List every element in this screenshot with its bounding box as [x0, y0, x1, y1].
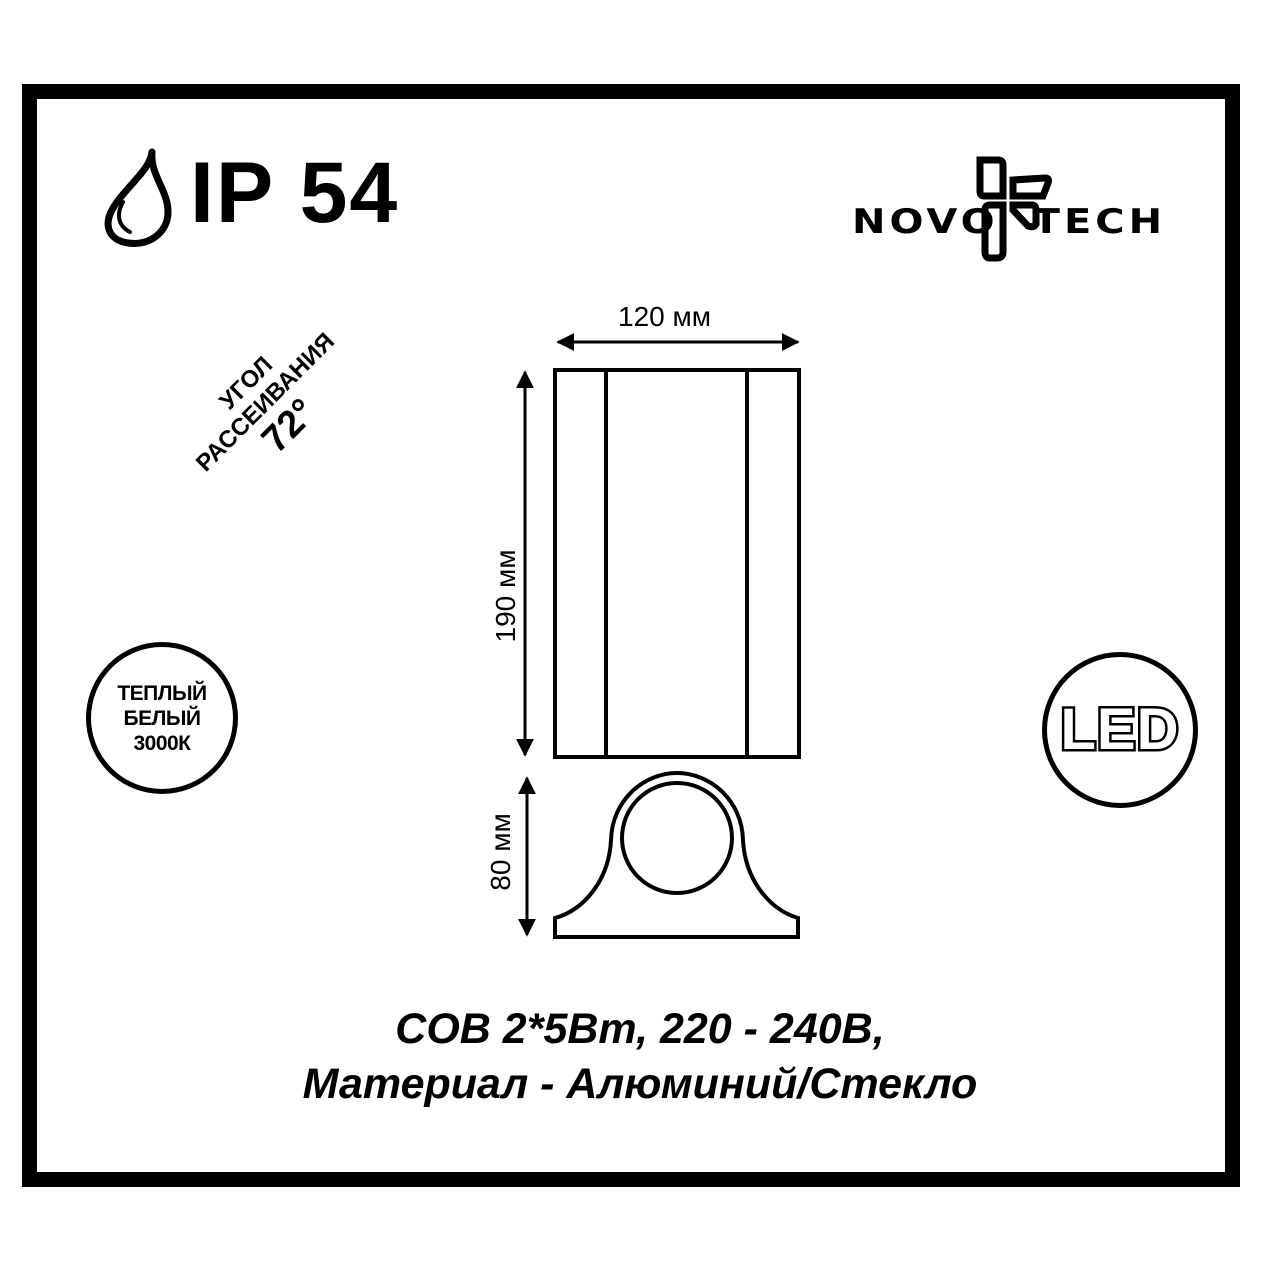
beam-angle-block: УГОЛ РАССЕИВАНИЯ 72° — [140, 300, 380, 500]
front-view-outline — [553, 368, 801, 759]
led-badge: LED — [1042, 652, 1198, 808]
outer-frame — [22, 84, 1240, 1187]
spec-line-power: COB 2*5Вт, 220 - 240В, — [395, 1005, 885, 1053]
badge-line-1: ТЕПЛЫЙ — [117, 681, 207, 705]
water-drop-icon — [104, 148, 172, 247]
ip-rating-label: IP 54 — [190, 145, 400, 241]
badge-line-2: БЕЛЫЙ — [123, 706, 202, 730]
spec-line-material: Материал - Алюминий/Стекло — [302, 1060, 978, 1108]
novotech-logo-emblem-icon — [976, 156, 1053, 262]
width-dimension-label: 120 мм — [618, 301, 711, 332]
side-view-outline — [553, 770, 800, 939]
depth-dimension-label: 80 мм — [485, 813, 516, 891]
height-dimension-label: 190 мм — [490, 549, 521, 643]
brand-left: NOVO — [852, 202, 999, 242]
brand-logo-text: NOVO TECH — [852, 205, 1166, 239]
led-label: LED — [1058, 697, 1181, 762]
color-temperature-badge: ТЕПЛЫЙ БЕЛЫЙ 3000К — [86, 642, 238, 794]
brand-right: TECH — [1032, 202, 1167, 242]
badge-line-3: 3000К — [133, 731, 191, 755]
